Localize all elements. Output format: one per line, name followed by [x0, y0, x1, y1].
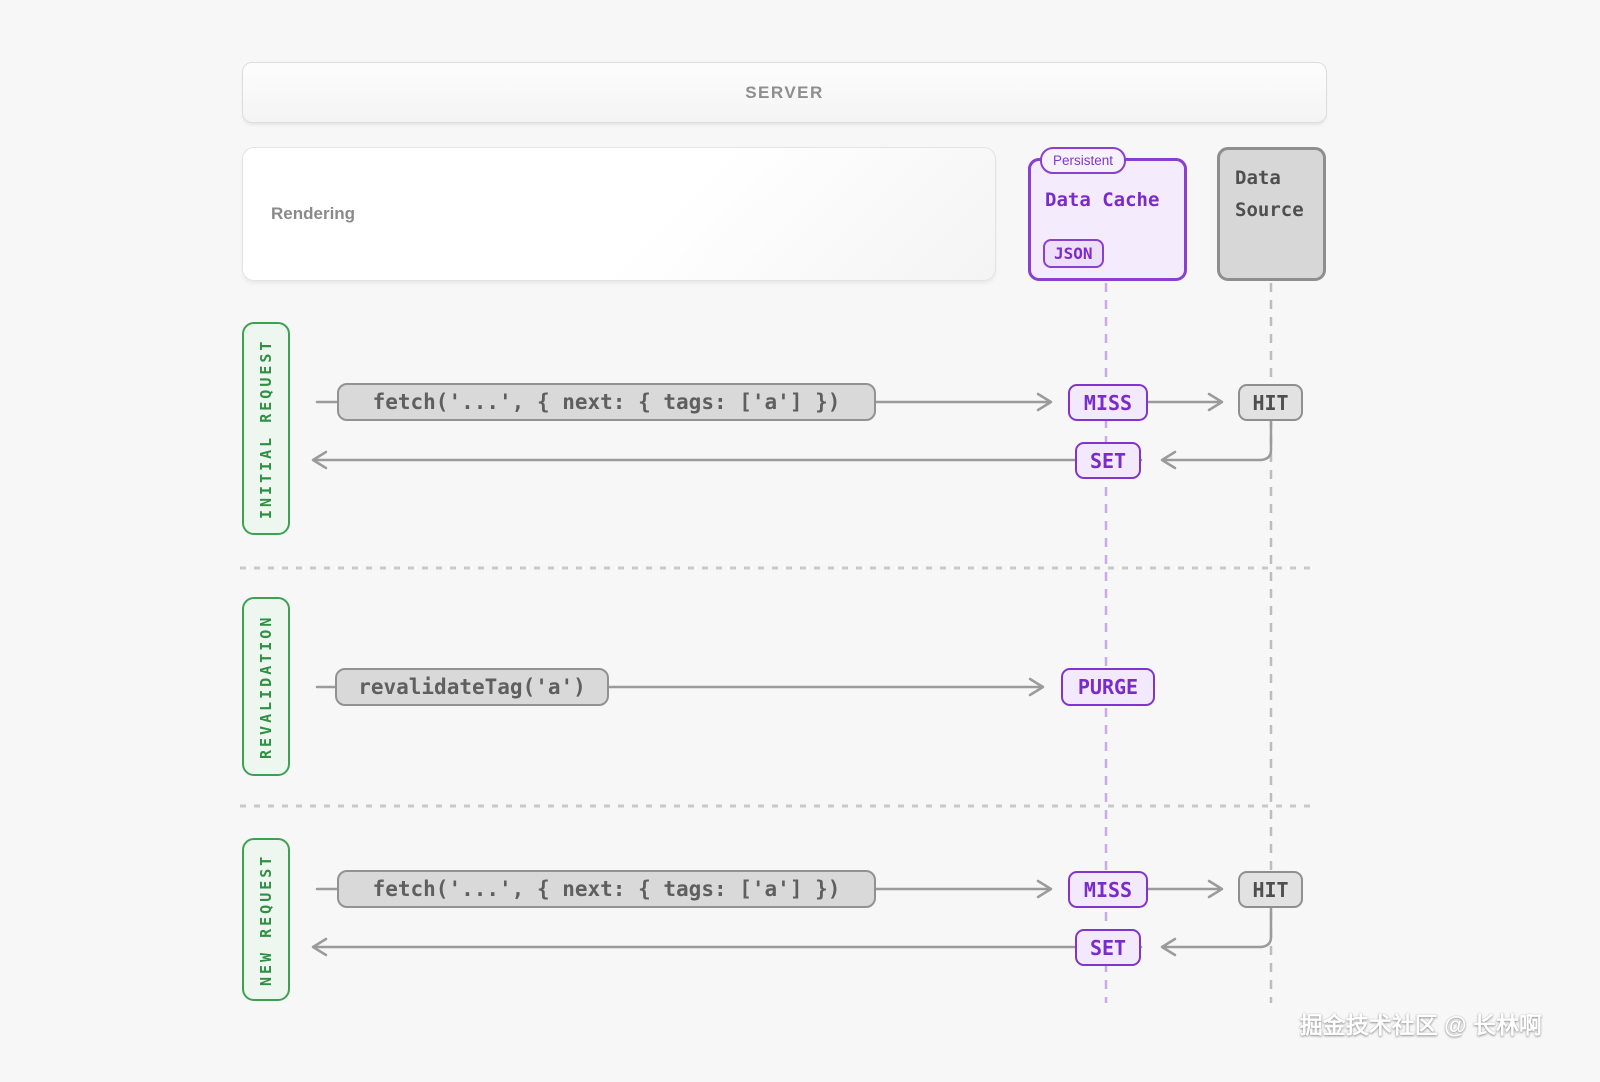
fetch-call-pill: fetch('...', { next: { tags: ['a'] }) — [337, 870, 876, 908]
watermark-text: 掘金技术社区 @ 长林啊 — [1299, 1012, 1542, 1038]
data-cache-title: Data Cache — [1045, 189, 1160, 211]
rendering-label: Rendering — [271, 204, 356, 223]
arrow-hit-to-set — [1160, 418, 1273, 470]
fetch-call-pill: fetch('...', { next: { tags: ['a'] }) — [337, 383, 876, 421]
arrow-hit-to-set — [1160, 905, 1273, 957]
arrow-fetch-to-miss — [874, 879, 1053, 899]
cache-miss-badge: MISS — [1068, 384, 1148, 421]
data-source-box: Data Source — [1217, 147, 1326, 281]
arrow-miss-to-hit — [1146, 879, 1224, 899]
lane-label-new-request: NEW REQUEST — [242, 838, 290, 1001]
revalidate-call-pill: revalidateTag('a') — [335, 668, 609, 706]
arrow-set-return — [311, 450, 1143, 470]
source-hit-badge: HIT — [1238, 871, 1303, 908]
cache-purge-badge: PURGE — [1061, 668, 1155, 706]
persistent-badge: Persistent — [1040, 147, 1127, 174]
arrow-fetch-to-miss — [874, 392, 1053, 412]
cache-miss-badge: MISS — [1068, 871, 1148, 908]
server-label: SERVER — [745, 82, 824, 102]
cache-set-badge: SET — [1075, 929, 1141, 966]
lane-label-initial-request: INITIAL REQUEST — [242, 322, 290, 535]
rendering-box: Rendering — [242, 147, 996, 281]
cache-set-badge: SET — [1075, 442, 1141, 479]
arrow-set-return — [311, 937, 1143, 957]
arrow-revalidate-to-purge — [607, 677, 1045, 697]
server-box: SERVER — [242, 62, 1327, 123]
arrow-miss-to-hit — [1146, 392, 1224, 412]
data-cache-box: Persistent Data Cache JSON — [1028, 147, 1187, 281]
source-hit-badge: HIT — [1238, 384, 1303, 421]
json-badge: JSON — [1043, 239, 1104, 268]
lane-label-revalidation: REVALIDATION — [242, 597, 290, 776]
